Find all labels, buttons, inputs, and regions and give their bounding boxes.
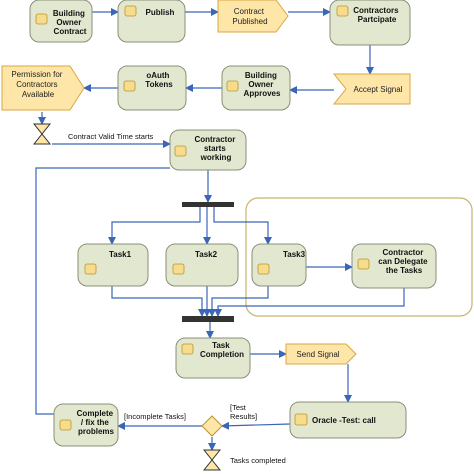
action-label-line: Oracle -Test: call [312,416,376,425]
signal-label-line: Send Signal [296,350,339,359]
action-oauth-tokens[interactable]: oAuth Tokens [117,65,187,111]
action-label-line: Contractor [194,135,235,144]
action-icon [357,258,370,270]
send-signal-permission-available[interactable]: Permission for Contractors Available [1,65,85,111]
action-oracle-test-call[interactable]: Oracle -Test: call [289,401,407,439]
action-label-line: Tokens [145,80,173,89]
tasks-completed-label: Tasks completed [230,456,286,465]
action-label-line: Completion [200,350,244,359]
action-label-line: Contractor [382,248,423,257]
action-icon [35,13,48,25]
signal-label-line: Contract [234,7,265,16]
action-label-line: working [200,153,232,162]
action-icon [124,5,137,17]
action-contractors-participate[interactable]: Contractors Partcipate [329,0,411,46]
action-task3[interactable]: Task3 [251,243,307,287]
svg-text:Contract Published: Contract Published [232,7,267,26]
svg-text:Accept Signal: Accept Signal [354,85,403,94]
fork-bar [182,202,234,207]
svg-text:Building Owner Con: Building Owner Contract [53,9,87,36]
delegation-region [245,197,473,317]
action-label-line: Task3 [283,250,306,259]
action-icon [336,5,349,17]
action-contractor-delegate[interactable]: Contractor can Delegate the Tasks [351,243,437,289]
svg-text:Contractor starts: Contractor starts working [194,135,237,162]
action-label-line: the Tasks [386,266,423,275]
action-icon [123,80,136,92]
action-task2[interactable]: Task2 [165,243,239,287]
decision-diamond[interactable] [201,415,223,437]
action-label-line: oAuth [146,71,169,80]
send-signal[interactable]: Send Signal [285,343,357,365]
action-building-owner-contract[interactable]: Building Owner Contract [29,0,93,43]
signal-label-line: Permission for [11,70,62,79]
action-publish[interactable]: Publish [117,0,186,43]
svg-text:Task3: Task3 [283,250,306,259]
action-label-line: Approves [244,89,281,98]
action-label-line: / fix the [81,418,110,427]
join-bar [182,316,234,322]
svg-text:Building Owner App: Building Owner Approves [244,71,281,98]
action-icon [226,80,239,92]
svg-text:Task Completion: Task Completion [200,341,244,359]
action-label-line: Owner [248,80,273,89]
svg-text:oAuth Tokens: oAuth Tokens [145,71,173,89]
action-label-line: Task [212,341,230,350]
action-label-line: problems [78,427,115,436]
accept-signal[interactable]: Accept Signal [332,73,411,105]
action-label-line: Contractors [353,6,399,15]
action-contractor-starts-working[interactable]: Contractor starts working [169,129,247,171]
svg-text:Send Signal: Send Signal [296,350,339,359]
signal-label-line: Available [22,90,55,99]
action-icon [59,419,72,431]
action-task-completion[interactable]: Task Completion [175,337,251,379]
action-label-line: Task1 [109,250,132,259]
action-label-line: can Delegate [378,257,428,266]
svg-text:Task2: Task2 [195,250,218,259]
time-event-hourglass[interactable] [32,123,52,145]
incomplete-tasks-guard: [Incomplete Tasks] [124,412,186,421]
action-icon [181,343,194,355]
svg-text:Publish: Publish [146,8,175,17]
action-label-line: Building [245,71,277,80]
svg-text:Contractors Partcipate: Contractors Partcipate [353,6,401,24]
signal-label-line: Accept Signal [354,85,403,94]
svg-text:Permission for Contracto: Permission for Contractors Available [11,70,64,99]
action-complete-fix[interactable]: Complete / fix the problems [53,403,119,447]
action-icon [84,263,97,275]
signal-label-line: Contractors [16,80,57,89]
action-task1[interactable]: Task1 [77,243,149,287]
signal-label-line: Published [232,17,267,26]
action-label-line: Contract [54,27,87,36]
action-label-line: starts [204,144,226,153]
action-icon [172,263,185,275]
action-label-line: Complete [77,409,114,418]
svg-text:Contractor can Delegate: Contractor can Delegate the Tasks [378,248,430,275]
action-label-line: Partcipate [358,15,397,24]
control-flows [35,8,405,451]
action-building-owner-approves[interactable]: Building Owner Approves [221,65,291,111]
svg-text:Complete / fix the: Complete / fix the problems [77,409,116,436]
svg-text:Oracle -Test: call: Oracle -Test: call [312,416,376,425]
send-signal-contract-published[interactable]: Contract Published [217,0,289,33]
action-label-line: Task2 [195,250,218,259]
action-icon [257,263,270,275]
action-label-line: Publish [146,8,175,17]
time-event-hourglass-end[interactable] [202,449,222,471]
action-label-line: Building [53,9,85,18]
contract-valid-time-label: Contract Valid Time starts [68,132,154,141]
action-label-line: Owner [56,18,81,27]
test-results-guard: [Test Results] [230,403,257,421]
action-icon [174,145,187,157]
call-behavior-icon [294,413,308,426]
svg-text:Task1: Task1 [109,250,132,259]
